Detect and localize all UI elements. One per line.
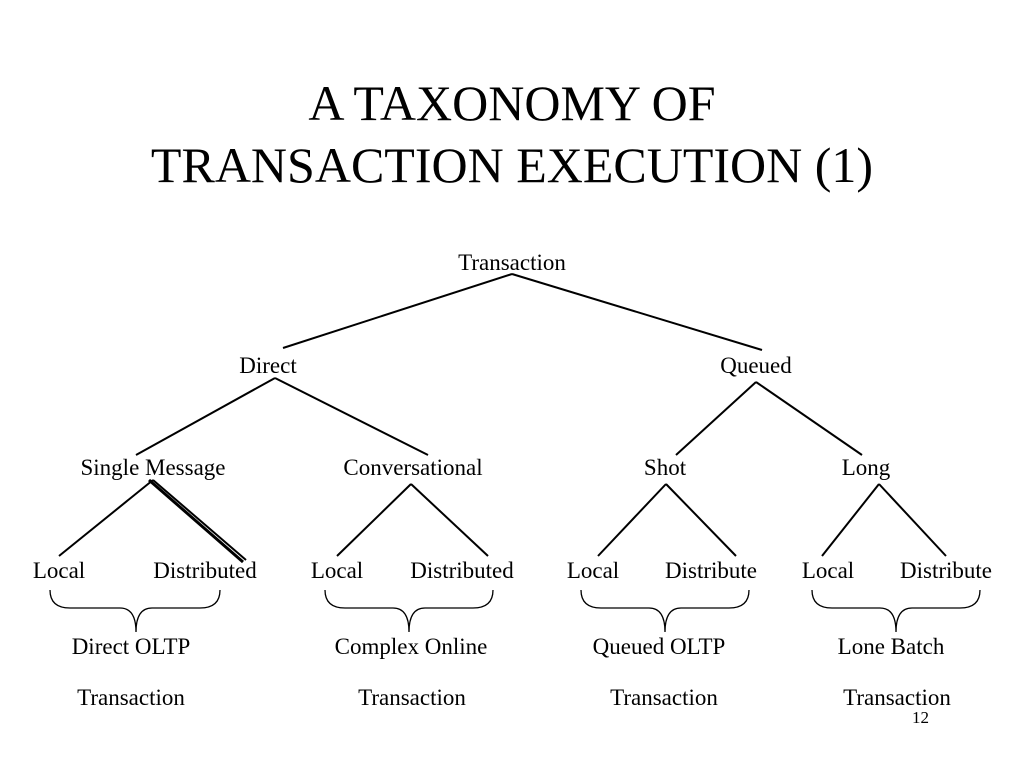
- category-label-line1: Direct OLTP: [71, 634, 191, 659]
- leaf-long-distribute: Distribute: [900, 558, 992, 583]
- edge-queued-shot: [675, 381, 757, 456]
- edge-direct-conversational: [274, 377, 429, 456]
- title-line-1: A TAXONOMY OF: [308, 75, 716, 131]
- edge-long-local: [821, 483, 880, 557]
- node-conversational: Conversational: [343, 455, 483, 480]
- category-queued-oltp-line2: Transaction: [610, 685, 718, 711]
- leaf-shot-local: Local: [566, 558, 620, 583]
- edge-single-message-distributed: [152, 479, 247, 561]
- edge-direct-single-message: [135, 377, 276, 456]
- title-line-2: TRANSACTION EXECUTION (1): [150, 137, 874, 193]
- node-long: Long: [841, 455, 891, 480]
- node-queued: Queued: [720, 353, 792, 378]
- category-direct-oltp: Direct OLTP: [72, 634, 191, 660]
- node-single-message: Single Message: [80, 455, 226, 480]
- category-label-line2: Transaction: [610, 685, 718, 710]
- edge-conversational-local: [336, 483, 412, 557]
- edge-long-distribute: [878, 483, 947, 557]
- category-label-line2: Transaction: [77, 685, 185, 710]
- category-complex-online-line2: Transaction: [358, 685, 466, 711]
- edge-transaction-queued: [511, 273, 763, 351]
- edge-shot-local: [597, 483, 667, 557]
- category-label-line1: Queued OLTP: [592, 634, 726, 659]
- leaf-long-local: Local: [801, 558, 855, 583]
- category-label-line1: Lone Batch: [837, 634, 945, 659]
- page-number: 12: [912, 708, 929, 727]
- category-lone-batch: Lone Batch: [838, 634, 945, 660]
- leaf-single-message-local: Local: [32, 558, 86, 583]
- node-transaction: Transaction: [458, 250, 566, 275]
- edge-single-message-local: [58, 479, 154, 557]
- edge-transaction-direct: [282, 273, 513, 349]
- leaf-conversational-distributed: Distributed: [410, 558, 514, 583]
- edge-conversational-distributed: [410, 483, 489, 557]
- brace-complex-online: [324, 589, 494, 633]
- node-shot: Shot: [643, 455, 687, 480]
- category-complex-online: Complex Online: [335, 634, 488, 660]
- category-direct-oltp-line2: Transaction: [77, 685, 185, 711]
- category-lone-batch-line2: Transaction: [843, 685, 951, 711]
- leaf-single-message-distributed: Distributed: [153, 558, 257, 583]
- brace-queued-oltp: [580, 589, 750, 633]
- leaf-shot-distribute: Distribute: [665, 558, 757, 583]
- edge-shot-distribute: [665, 483, 737, 557]
- category-queued-oltp: Queued OLTP: [593, 634, 726, 660]
- brace-direct-oltp: [49, 589, 221, 633]
- category-label-line2: Transaction: [358, 685, 466, 710]
- edge-single-message-distributed-thick: [148, 478, 244, 564]
- category-label-line2: Transaction: [843, 685, 951, 710]
- edge-queued-long: [755, 381, 863, 456]
- leaf-conversational-local: Local: [310, 558, 364, 583]
- brace-lone-batch: [811, 589, 981, 633]
- category-label-line1: Complex Online: [334, 634, 488, 659]
- node-direct: Direct: [239, 353, 297, 378]
- slide-title: A TAXONOMY OF TRANSACTION EXECUTION (1): [0, 72, 1024, 196]
